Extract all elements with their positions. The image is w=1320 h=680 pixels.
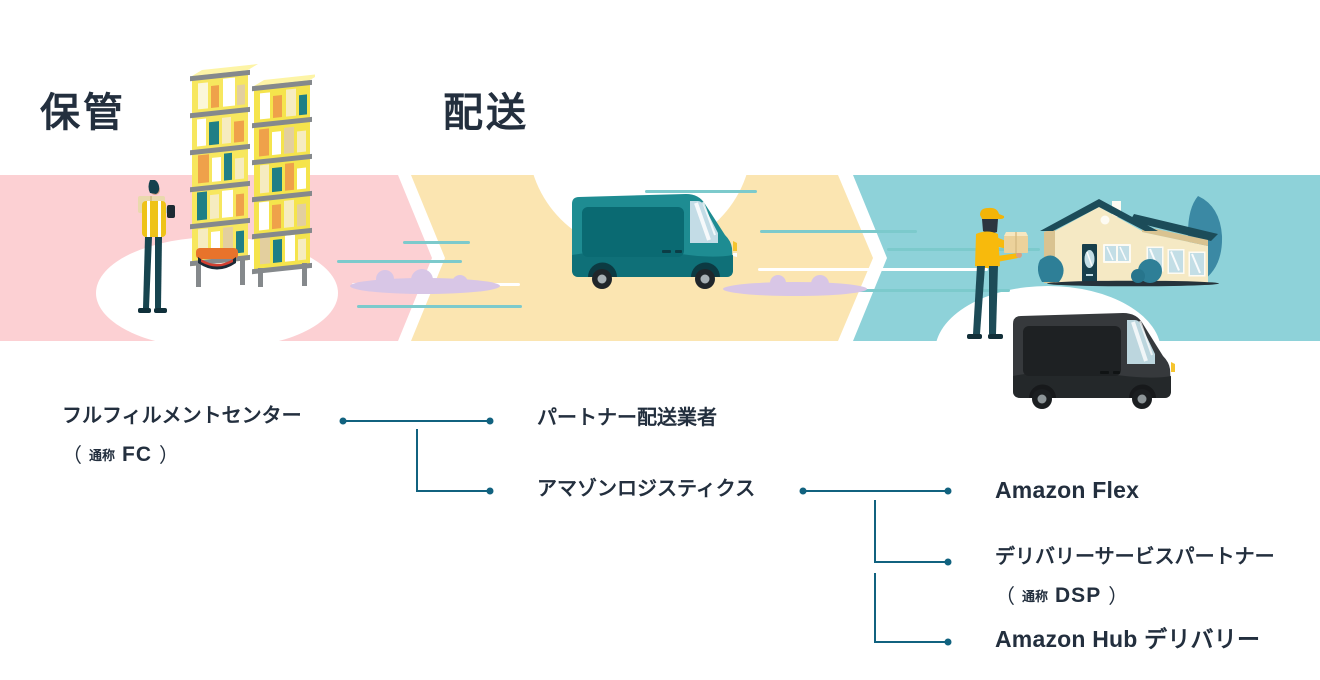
alias-paren-open: （ xyxy=(62,445,82,467)
courier-illustration xyxy=(967,207,1028,339)
stage-heading-storage: 保管 xyxy=(40,91,126,135)
fulfillment-center-alias: （ 通称 FC ） xyxy=(62,440,179,469)
alias-paren-close: ） xyxy=(159,445,180,467)
alias-name-dsp: DSP xyxy=(1055,583,1102,607)
alias-prefix: 通称 xyxy=(89,448,116,463)
dust-cloud xyxy=(350,269,867,296)
house-illustration xyxy=(1038,196,1223,287)
delivery-service-partner-alias: （ 通称 DSP ） xyxy=(995,581,1128,610)
alias-prefix: 通称 xyxy=(1022,589,1049,604)
delivery-service-partner-label: デリバリーサービスパートナー xyxy=(995,546,1275,568)
dark-delivery-van-illustration xyxy=(1013,313,1175,409)
amazon-logistics-label: アマゾンロジスティクス xyxy=(537,478,756,500)
amazon-hub-delivery-label: Amazon Hub デリバリー xyxy=(995,626,1261,652)
warehouse-shelf-illustration xyxy=(190,64,315,287)
alias-paren-close: ） xyxy=(1108,586,1129,608)
partner-carrier-label: パートナー配送業者 xyxy=(537,407,717,429)
teal-delivery-van-illustration xyxy=(337,190,1040,308)
stage-heading-delivery: 配送 xyxy=(443,91,529,135)
fulfillment-center-label: フルフィルメントセンター xyxy=(62,405,302,427)
amazon-flex-label: Amazon Flex xyxy=(995,477,1140,503)
warehouse-worker-illustration xyxy=(138,180,175,313)
alias-paren-open: （ xyxy=(995,586,1015,608)
alias-name-fc: FC xyxy=(122,442,153,466)
warehouse-robot xyxy=(196,248,238,270)
